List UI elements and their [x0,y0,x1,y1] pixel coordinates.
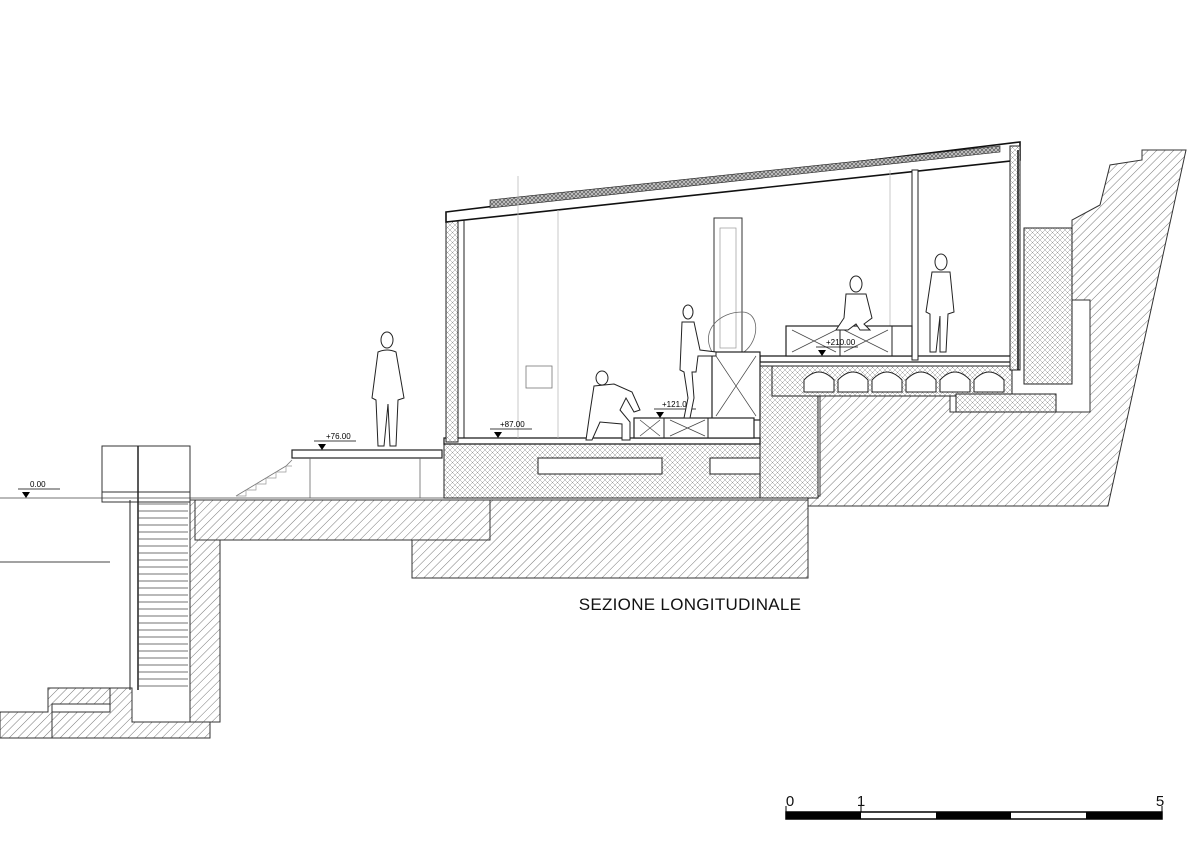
level-label-121: +121.00 [662,400,692,409]
level-label-76: +76.00 [326,432,351,441]
figure-standing-stair [679,304,717,419]
scale-label-1: 1 [857,793,865,810]
vault-arch [837,371,869,393]
vault-arch [973,371,1005,393]
level-label-0: 0.00 [30,480,46,489]
vault-arch [803,371,835,393]
level-marker-210: +210.00 [816,338,858,356]
foundation [443,227,1073,499]
scale-label-5: 5 [1156,793,1164,810]
vault-arch [905,371,937,393]
terrain [0,149,1187,739]
level-label-87: +87.00 [500,420,525,429]
drawing-title: SEZIONE LONGITUDINALE [579,595,802,614]
level-label-210: +210.00 [826,338,856,347]
vault-arch [871,371,903,393]
level-marker-87: +87.00 [490,420,532,438]
exterior-stair [0,445,600,690]
figure-standing-outside [371,331,405,447]
entry-platform: +76.00 [235,432,443,498]
figure-seated-lower [585,370,641,441]
building-shell [443,141,1021,445]
figure-standing-upper [925,253,955,353]
vault-arch [939,371,971,393]
figure-seated-upper [835,275,873,331]
scale-bar: 0 1 5 [785,793,1164,820]
scale-label-0: 0 [786,793,794,810]
level-marker-0: 0.00 [18,480,60,498]
